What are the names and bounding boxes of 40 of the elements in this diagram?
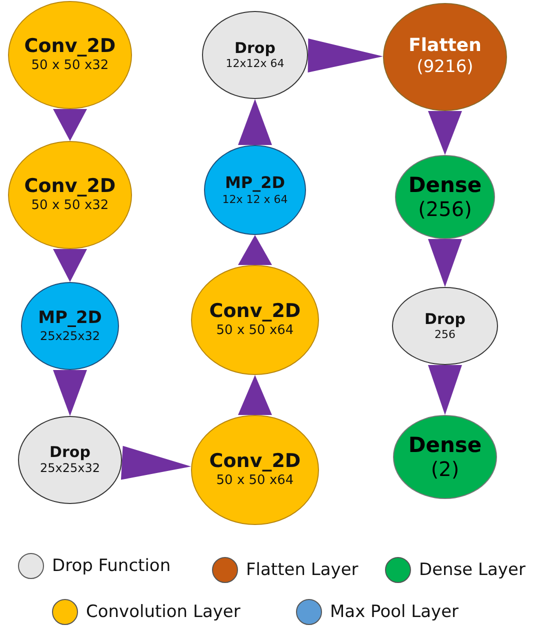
layer-size: (2): [430, 457, 460, 482]
layer-size: (256): [418, 197, 472, 222]
arrow: [428, 239, 462, 287]
arrow: [428, 365, 462, 415]
layer-size: (9216): [416, 57, 474, 78]
layer-name: Dense: [408, 172, 482, 198]
layer-size: 50 x 50 x64: [216, 323, 294, 339]
layer-name: Dense: [408, 432, 482, 458]
layer-size: 256: [434, 328, 456, 342]
arrow: [238, 99, 272, 145]
layer-name: Drop: [234, 40, 276, 58]
arrow: [120, 446, 192, 480]
arrow: [238, 375, 272, 415]
legend-label: Max Pool Layer: [330, 602, 459, 622]
layer-name: Conv_2D: [209, 301, 301, 324]
arrow: [308, 38, 383, 73]
layer-size: 50 x 50 x32: [31, 58, 109, 74]
layer-size: 25x25x32: [40, 461, 100, 476]
layer-size: 50 x 50 x64: [216, 473, 294, 489]
layer-name: Conv_2D: [24, 176, 116, 198]
layer-name: MP_2D: [224, 174, 286, 193]
arrow: [53, 109, 87, 141]
layer-name: Drop: [424, 310, 466, 328]
layer-size: 12x 12 x 64: [222, 192, 288, 206]
legend-label: Dense Layer: [419, 560, 526, 580]
arrow: [53, 370, 87, 416]
layer-name: Drop: [50, 444, 90, 462]
legend-label: Flatten Layer: [246, 560, 358, 580]
arrow: [238, 235, 272, 265]
layer-name: Conv_2D: [24, 36, 116, 58]
layer-size: 25x25x32: [40, 328, 100, 343]
layer-size: 12x12x 64: [226, 57, 284, 70]
layer-size: 50 x 50 x32: [31, 198, 109, 214]
arrow: [53, 249, 87, 282]
legend-label: Drop Function: [52, 556, 171, 576]
layer-name: MP_2D: [38, 309, 102, 329]
legend-label: Convolution Layer: [86, 602, 240, 622]
layer-name: Flatten: [408, 36, 482, 58]
layer-name: Conv_2D: [209, 451, 301, 474]
arrow: [428, 111, 462, 155]
